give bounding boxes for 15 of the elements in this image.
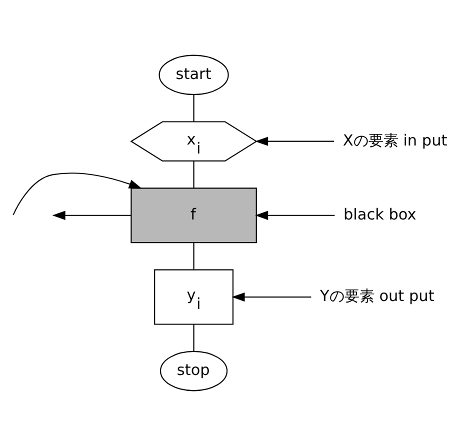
connector (193, 324, 194, 351)
node-text: black box (343, 204, 416, 223)
arrow (12, 172, 142, 215)
node-ellipse: stop (160, 350, 228, 391)
connector (193, 160, 194, 188)
node-ellipse: start (158, 54, 229, 95)
connector (193, 242, 194, 269)
arrow (52, 210, 131, 220)
node-text: Xの要素 in put (342, 130, 448, 149)
connector (193, 94, 194, 121)
arrow (232, 292, 312, 302)
arrow (255, 136, 334, 146)
node-box: f (130, 187, 257, 243)
node-text: Yの要素 out put (320, 286, 434, 305)
arrow (255, 210, 335, 220)
